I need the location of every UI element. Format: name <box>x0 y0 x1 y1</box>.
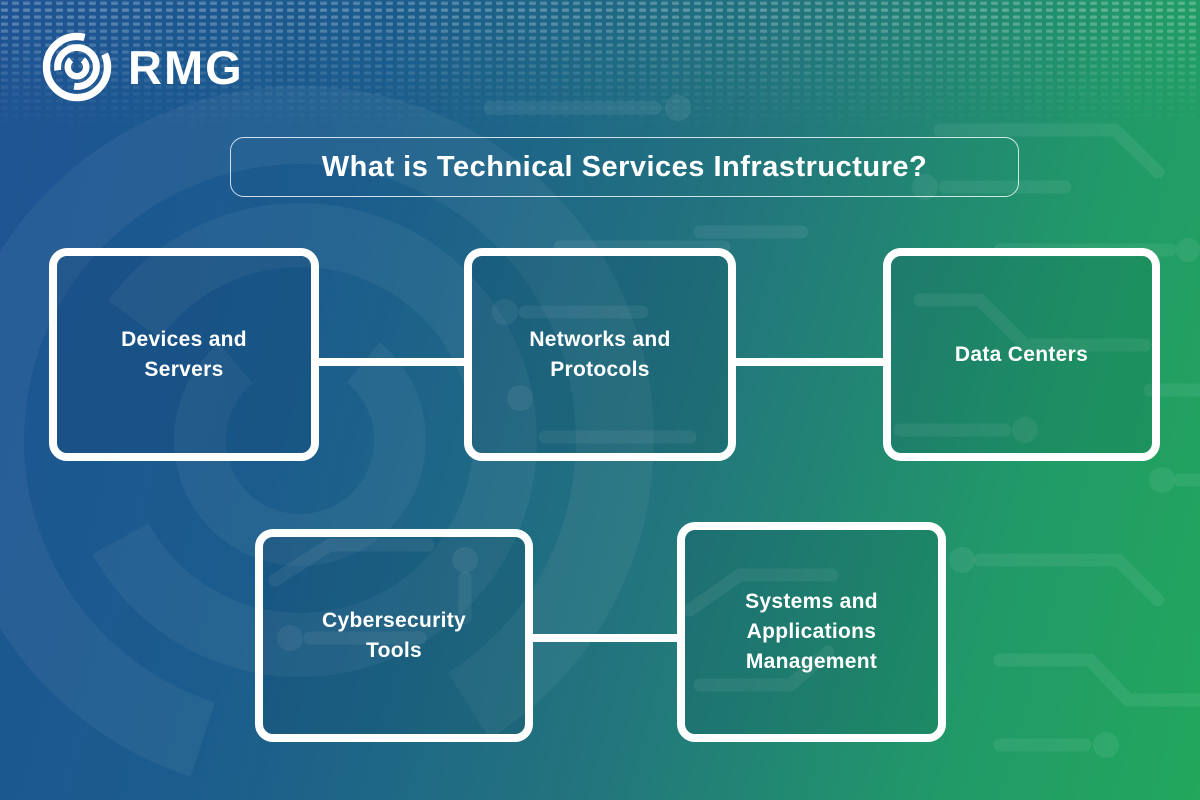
connector-devices-to-networks <box>319 358 464 366</box>
title-banner: What is Technical Services Infrastructur… <box>230 137 1019 197</box>
rmg-spiral-logo-icon <box>42 32 112 102</box>
box-label: Networks and Protocols <box>529 327 671 381</box>
page-title: What is Technical Services Infrastructur… <box>321 150 928 183</box>
box-data-centers: Data Centers <box>883 248 1160 461</box>
box-networks-and-protocols: Networks and Protocols <box>464 248 736 461</box>
box-label: Devices and Servers <box>121 327 247 381</box>
connector-cybersecurity-to-systems <box>533 634 677 642</box>
box-systems-and-applications-management: Systems and Applications Management <box>677 522 946 742</box>
box-label: Systems and Applications Management <box>745 590 878 673</box>
box-label: Cybersecurity Tools <box>322 608 466 662</box>
box-devices-and-servers: Devices and Servers <box>49 248 319 461</box>
brand-name: RMG <box>128 40 244 94</box>
box-label: Data Centers <box>954 342 1089 366</box>
box-cybersecurity-tools: Cybersecurity Tools <box>255 529 533 742</box>
connector-networks-to-datacenters <box>736 358 883 366</box>
brand-logo: RMG <box>40 30 244 104</box>
